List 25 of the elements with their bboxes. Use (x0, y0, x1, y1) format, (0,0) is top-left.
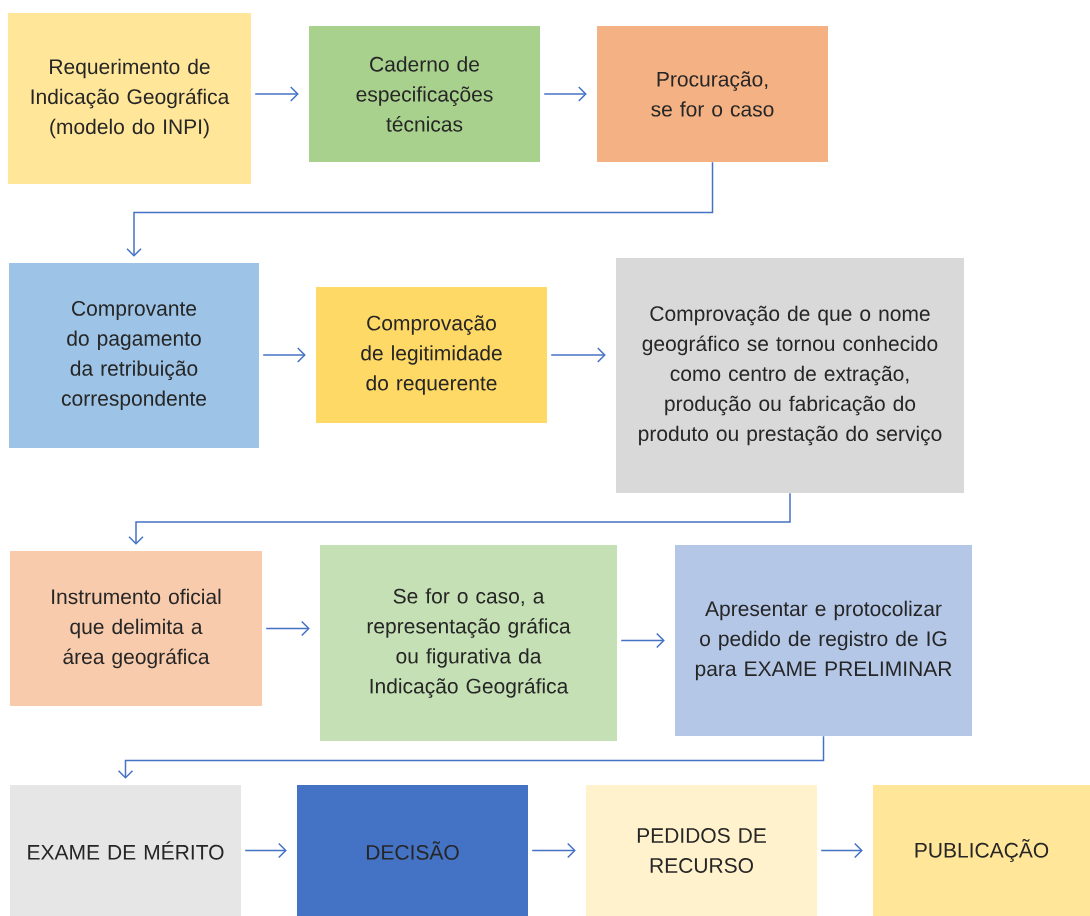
arrow (128, 492, 791, 545)
process-box: Caderno de especificações técnicas (309, 26, 540, 162)
process-box: PUBLICAÇÃO (873, 785, 1090, 916)
arrow (620, 632, 665, 649)
arrow (254, 86, 299, 102)
arrow (262, 347, 306, 363)
arrow (543, 86, 587, 102)
process-box: PEDIDOS DE RECURSO (586, 785, 817, 916)
process-box: Comprovação de que o nome geográfico se tornou conhecido como centro de extração, produção ou fabricação do produto ou prestação do serviço (616, 258, 964, 493)
arrow (265, 620, 310, 637)
arrow (820, 842, 863, 859)
process-box: Comprovante do pagamento da retribuição correspondente (9, 263, 259, 448)
process-box: Comprovação de legitimidade do requerente (316, 287, 547, 423)
process-box: Se for o caso, a representação gráfica ou figurativa da Indicação Geográfica (320, 545, 617, 741)
arrow (531, 842, 576, 859)
arrow (126, 161, 714, 257)
arrow (550, 347, 606, 363)
process-box: Instrumento oficial que delimita a área geográfica (10, 551, 262, 706)
process-box: Requerimento de Indicação Geográfica (modelo do INPI) (8, 13, 251, 184)
process-box: Procuração, se for o caso (597, 26, 828, 162)
process-box: DECISÃO (297, 785, 528, 916)
arrow (244, 842, 287, 859)
process-box: Apresentar e protocolizar o pedido de registro de IG para EXAME PRELIMINAR (675, 545, 972, 736)
process-box: EXAME DE MÉRITO (10, 785, 241, 916)
arrow (117, 735, 825, 779)
